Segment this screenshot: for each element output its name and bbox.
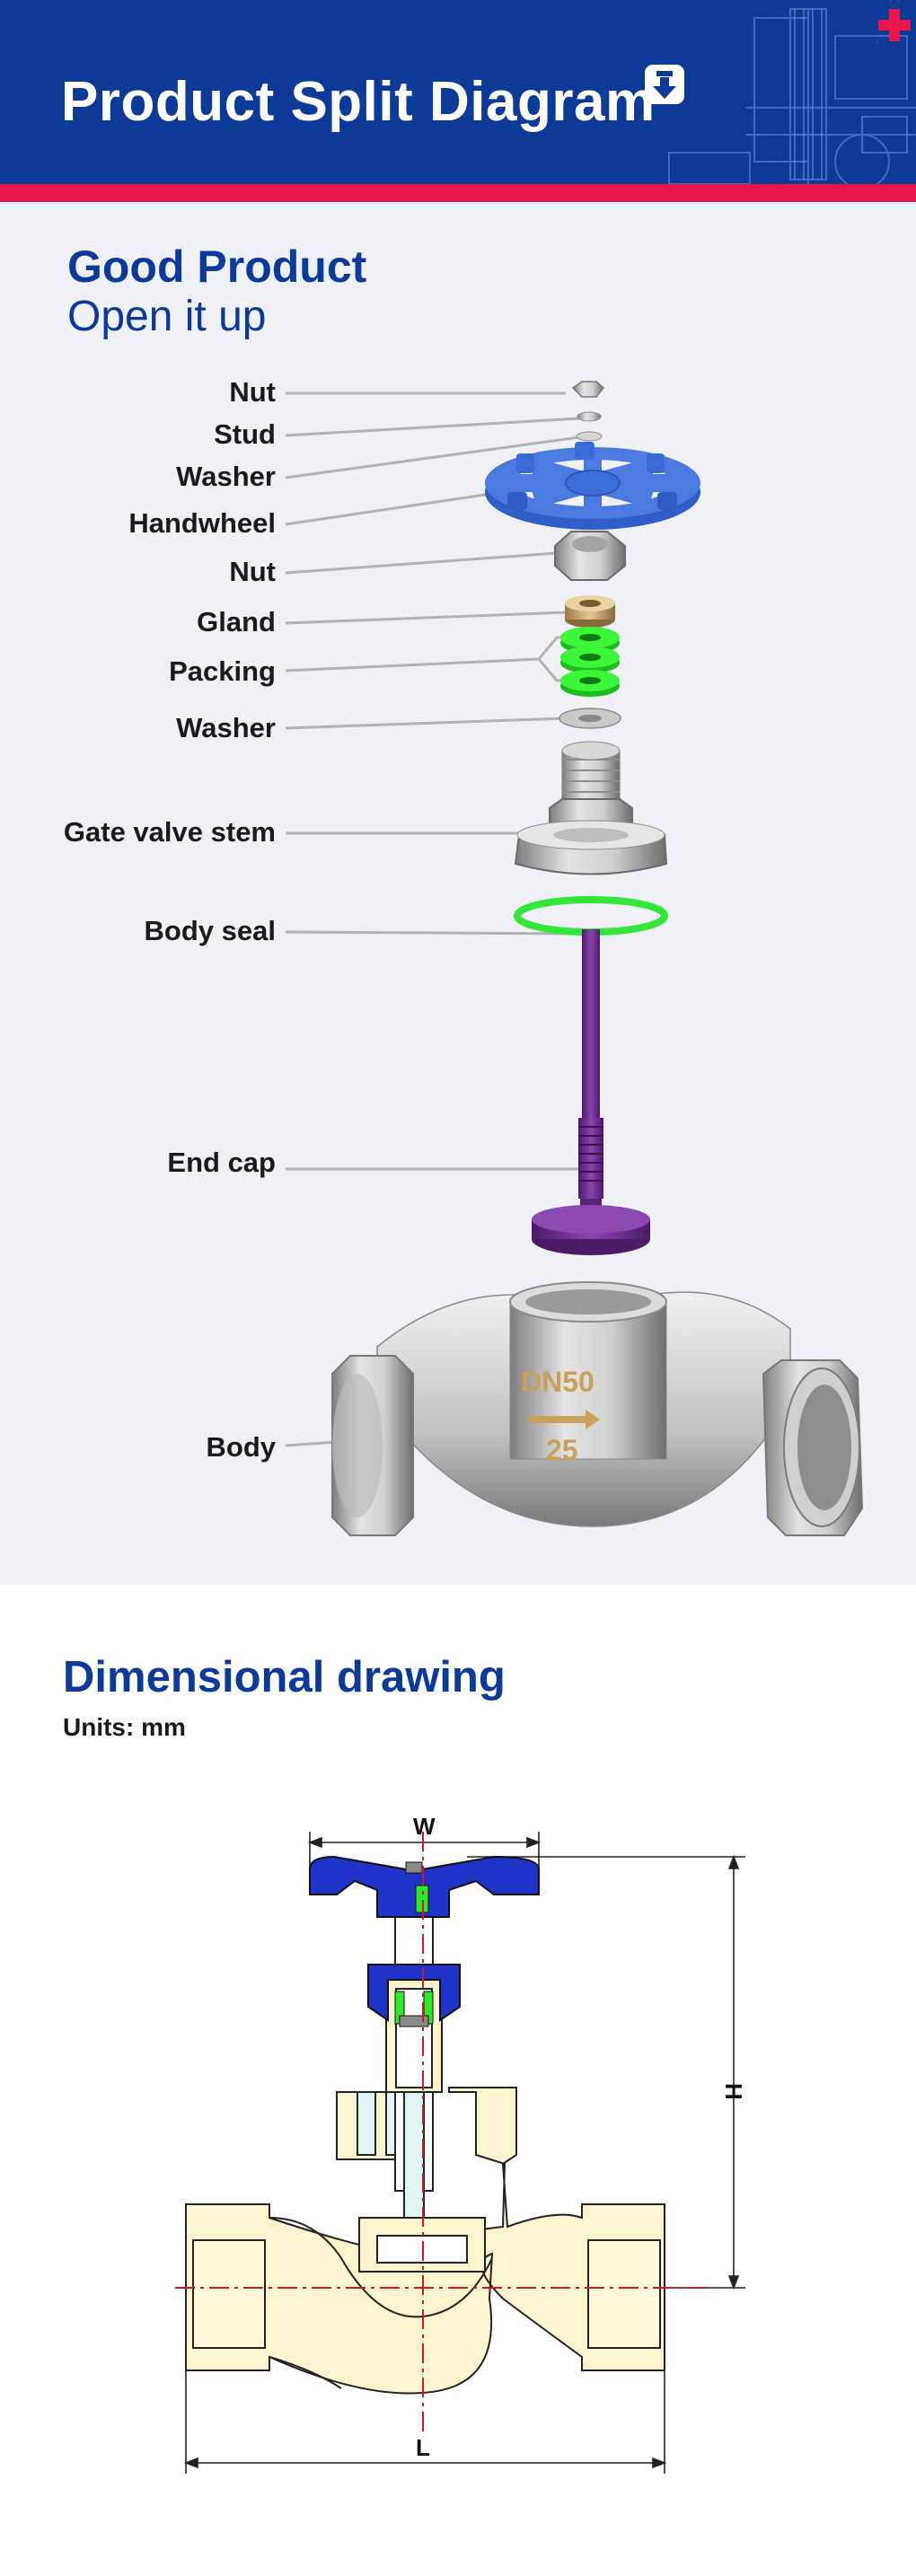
small-washer bbox=[576, 431, 603, 442]
label-washer-top: Washer bbox=[176, 461, 276, 492]
red-cross-icon bbox=[878, 9, 911, 41]
label-packing: Packing bbox=[169, 655, 276, 687]
valve-stem bbox=[532, 929, 650, 1255]
dim-l-label: L bbox=[416, 2434, 430, 2461]
label-end-cap: End cap bbox=[167, 1147, 276, 1178]
label-handwheel: Handwheel bbox=[128, 507, 276, 539]
label-washer: Washer bbox=[176, 712, 276, 743]
body-pressure-marking: 25 bbox=[546, 1434, 578, 1466]
units-label: Units: mm bbox=[63, 1713, 186, 1741]
header-banner: Product Split Diagram bbox=[0, 0, 916, 184]
label-gate-valve-stem: Gate valve stem bbox=[63, 816, 276, 848]
dimensional-drawing-title: Dimensional drawing bbox=[63, 1653, 506, 1701]
handwheel bbox=[485, 442, 700, 530]
page-title: Product Split Diagram bbox=[61, 71, 656, 133]
accent-stripe bbox=[0, 184, 916, 202]
down-arrow-icon[interactable] bbox=[645, 65, 684, 104]
good-product-heading: Good Product bbox=[67, 242, 367, 292]
packing-rings bbox=[560, 627, 620, 697]
washer bbox=[559, 708, 621, 729]
dim-w-label: W bbox=[413, 1813, 436, 1840]
dimension-lines bbox=[183, 1832, 745, 2474]
top-nut bbox=[571, 381, 605, 398]
dim-h-label: H bbox=[720, 2083, 747, 2100]
label-nut: Nut bbox=[229, 556, 276, 587]
label-nut-top: Nut bbox=[229, 376, 276, 408]
centerlines bbox=[175, 1832, 709, 2433]
banner-blueprint-decoration bbox=[668, 8, 916, 184]
valve-body: DN50 25 bbox=[331, 1281, 864, 1536]
label-body-seal: Body seal bbox=[144, 915, 276, 946]
stem-section bbox=[385, 1894, 443, 2219]
bonnet bbox=[514, 741, 668, 875]
label-body: Body bbox=[206, 1431, 277, 1463]
stud bbox=[577, 411, 602, 422]
label-gland: Gland bbox=[197, 606, 276, 637]
flow-arrow-icon bbox=[528, 1410, 600, 1429]
hex-nut bbox=[554, 531, 626, 581]
gland bbox=[565, 595, 615, 628]
body-size-marking: DN50 bbox=[521, 1366, 595, 1398]
exploded-valve-illustration: DN50 25 bbox=[285, 381, 864, 1536]
label-stud: Stud bbox=[214, 418, 276, 450]
open-it-up-subheading: Open it up bbox=[67, 293, 267, 340]
